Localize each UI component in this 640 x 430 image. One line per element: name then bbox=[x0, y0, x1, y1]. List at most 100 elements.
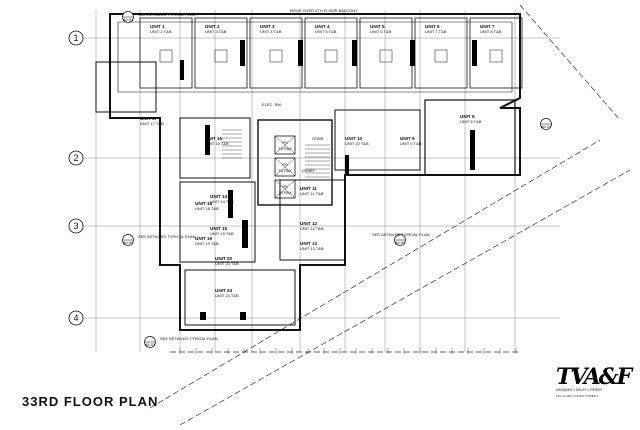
unit-label: UNIT 11 bbox=[300, 186, 317, 191]
unit-label: UNIT 13 bbox=[300, 241, 318, 246]
shear-wall bbox=[240, 40, 245, 66]
unit-type-label: UNIT 24 T&B bbox=[215, 293, 239, 298]
shear-wall bbox=[345, 155, 349, 175]
unit-label: UNIT 6 bbox=[425, 24, 440, 29]
grid-number: 3 bbox=[73, 221, 78, 231]
see-detail-note: SEE DETAILED TYPICAL PLAN bbox=[160, 336, 218, 341]
unit-wall bbox=[424, 99, 516, 176]
unit-wall bbox=[179, 181, 256, 263]
balcony-note: ROOF OVER 6TH FLOOR BALCONY bbox=[290, 8, 358, 13]
balcony-line bbox=[117, 21, 513, 93]
unit-type-label: UNIT 17 T&B bbox=[140, 121, 164, 126]
unit-wall bbox=[279, 179, 346, 261]
lobby-label: LOBBY bbox=[302, 168, 316, 173]
unit-label: UNIT 1 bbox=[150, 24, 165, 29]
see-detail-note: SEE DETAILED TYPICAL PLAN bbox=[138, 234, 196, 239]
lift-capacity: 15 PAX bbox=[278, 168, 292, 173]
site-line bbox=[179, 169, 631, 426]
grid-number: 4 bbox=[73, 313, 78, 323]
shear-wall bbox=[470, 130, 475, 170]
unit-cell bbox=[469, 17, 523, 89]
unit-type-label: UNIT 15 T&B bbox=[210, 231, 234, 236]
shear-wall bbox=[180, 60, 184, 80]
shear-wall bbox=[228, 190, 233, 218]
unit-label: UNIT 3 bbox=[260, 24, 275, 29]
unit-type-label: UNIT 10 T&B bbox=[345, 141, 369, 146]
lift-cross bbox=[274, 157, 296, 177]
unit-label: UNIT 15 bbox=[210, 226, 228, 231]
section-ref: A5.01 bbox=[123, 17, 134, 22]
unit-label: UNIT 9 bbox=[400, 136, 415, 141]
unit-label: UNIT 7 bbox=[480, 24, 495, 29]
grid-bubble bbox=[68, 150, 84, 166]
site-line bbox=[149, 139, 601, 409]
unit-type-label: UNIT 4 T&B bbox=[260, 29, 282, 34]
unit-type-label: UNIT 8 T&B bbox=[480, 29, 502, 34]
structural-grid-lines bbox=[82, 10, 560, 352]
shear-wall bbox=[200, 312, 206, 320]
unit-cell bbox=[139, 17, 193, 89]
unit-type-label: UNIT 16 T&B bbox=[205, 141, 229, 146]
section-ref: A5.01 bbox=[395, 240, 406, 245]
unit-label: UNIT 5 bbox=[370, 24, 385, 29]
unit-wall bbox=[184, 269, 296, 326]
logo-subtitle: VASQUEZ • DALEY • PERRY bbox=[556, 388, 603, 392]
unit-type-label: UNIT 11 T&B bbox=[300, 191, 324, 196]
bath-fixture bbox=[159, 49, 173, 63]
shear-wall bbox=[205, 125, 210, 155]
grid-number: 2 bbox=[73, 153, 78, 163]
unit-type-label: UNIT 18 T&B bbox=[195, 206, 219, 211]
unit-label: UNIT 18 bbox=[195, 201, 213, 206]
lift-shaft bbox=[274, 135, 296, 155]
grid-bubble bbox=[68, 310, 84, 326]
bath-fixture bbox=[489, 49, 503, 63]
shear-wall bbox=[242, 220, 248, 248]
see-detail-note: SEE DETAILED TYPICAL PLAN bbox=[372, 232, 430, 237]
bath-fixture bbox=[434, 49, 448, 63]
lift-shaft bbox=[274, 157, 296, 177]
shear-wall bbox=[298, 40, 303, 66]
bath-fixture bbox=[214, 49, 228, 63]
unit-label: UNIT 17 bbox=[140, 116, 158, 121]
outer-wall bbox=[109, 13, 521, 331]
shear-wall bbox=[352, 40, 357, 66]
unit-wall bbox=[179, 117, 251, 179]
lift-capacity: 15 PAX bbox=[278, 190, 292, 195]
stair-label: STAIR bbox=[312, 136, 324, 141]
core-wall bbox=[257, 119, 333, 206]
sheet-title: 33RD FLOOR PLAN bbox=[22, 394, 159, 409]
logo-mark: TVA&F bbox=[556, 364, 632, 390]
unit-type-label: UNIT 6 T&B bbox=[370, 29, 392, 34]
unit-type-label: UNIT 13 T&B bbox=[300, 246, 324, 251]
section-ref: A5.01 bbox=[145, 342, 156, 347]
unit-type-label: UNIT 8 T&B bbox=[460, 119, 482, 124]
lift-shaft bbox=[274, 179, 296, 199]
unit-type-label: UNIT 2 T&B bbox=[150, 29, 172, 34]
grid-bubble bbox=[68, 30, 84, 46]
unit-cell bbox=[194, 17, 248, 89]
unit-type-label: UNIT 19 T&B bbox=[195, 241, 219, 246]
unit-type-label: UNIT 9 T&B bbox=[400, 141, 422, 146]
site-boundary-lines bbox=[149, 4, 631, 426]
unit-label: UNIT 4 bbox=[315, 24, 330, 29]
unit-label: UNIT 16 bbox=[205, 136, 223, 141]
lift-label: PS bbox=[282, 162, 288, 167]
unit-wall bbox=[334, 109, 421, 171]
unit-label: UNIT 19 bbox=[195, 236, 213, 241]
shear-wall bbox=[240, 312, 246, 320]
unit-type-label: UNIT 5 T&B bbox=[315, 29, 337, 34]
unit-label: UNIT 10 bbox=[345, 136, 363, 141]
unit-label: UNIT 24 bbox=[215, 288, 233, 293]
grid-bubble bbox=[68, 218, 84, 234]
section-ref: A5.01 bbox=[123, 240, 134, 245]
unit-wall bbox=[95, 61, 157, 113]
unit-label: UNIT 8 bbox=[460, 114, 475, 119]
bath-fixture bbox=[379, 49, 393, 63]
shear-wall bbox=[472, 40, 477, 66]
elec-room-label: ELEC. RM. bbox=[262, 102, 282, 107]
unit-label: UNIT 14 bbox=[210, 194, 228, 199]
site-line bbox=[519, 4, 621, 121]
